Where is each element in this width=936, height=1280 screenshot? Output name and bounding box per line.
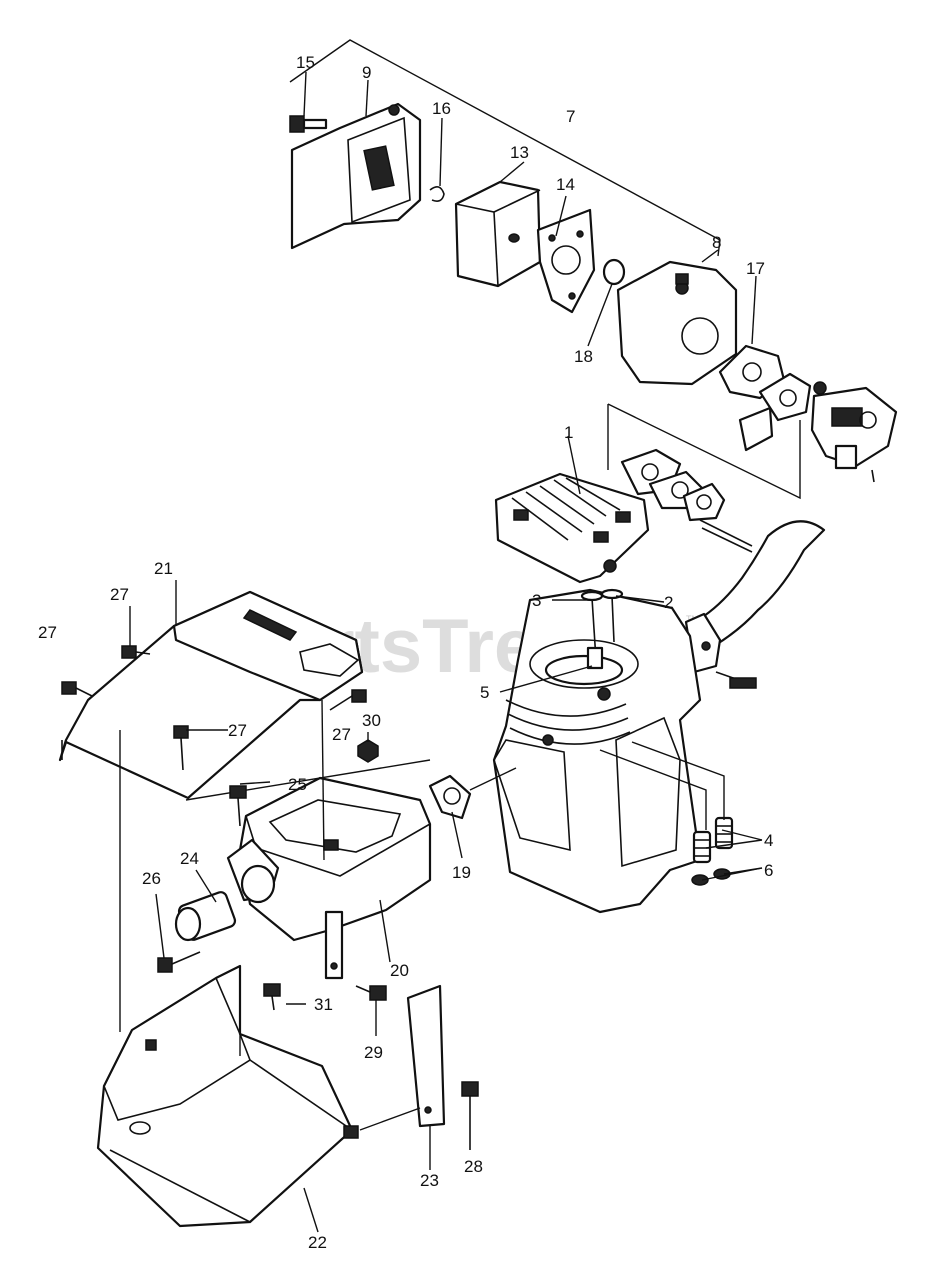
callout-27b: 27 — [38, 623, 57, 642]
valve-springs — [692, 816, 734, 864]
callout-31: 31 — [314, 995, 333, 1014]
cylinder-head-assembly — [494, 448, 826, 689]
callout-6: 6 — [764, 861, 773, 880]
callout-25: 25 — [288, 775, 307, 794]
callout-30: 30 — [362, 711, 381, 730]
callout-7: 7 — [566, 107, 575, 126]
callout-15: 15 — [296, 53, 315, 72]
bolt-29 — [355, 985, 387, 1001]
bracket-23 — [406, 984, 446, 1128]
callout-9: 9 — [362, 63, 371, 82]
screw-25 — [229, 785, 247, 827]
exhaust-pipe — [702, 520, 826, 648]
carburetor — [810, 381, 898, 483]
filter-element — [454, 180, 542, 288]
callout-19: 19 — [452, 863, 471, 882]
grommet-18 — [602, 258, 626, 286]
screw-31 — [263, 983, 281, 1011]
callout-24: 24 — [180, 849, 199, 868]
screw-28 — [461, 1081, 479, 1150]
callout-3: 3 — [532, 591, 541, 610]
callout-21: 21 — [154, 559, 173, 578]
callout-27d: 27 — [332, 725, 351, 744]
retainer-6 — [691, 874, 709, 886]
air-cleaner-cover — [290, 102, 422, 250]
callout-22: 22 — [308, 1233, 327, 1252]
bolt-27a — [121, 645, 151, 659]
bolt-27c — [173, 725, 189, 771]
lower-shield-22 — [96, 964, 359, 1228]
callout-13: 13 — [510, 143, 529, 162]
base-gasket — [536, 208, 596, 314]
cylinder-head — [494, 472, 650, 584]
callout-29: 29 — [364, 1043, 383, 1062]
callout-23: 23 — [420, 1171, 439, 1190]
bolt-27b — [61, 681, 93, 697]
engine-block — [492, 588, 734, 914]
callout-4: 4 — [764, 831, 773, 850]
muffler-shield-21 — [58, 590, 431, 801]
callout-5: 5 — [480, 683, 489, 702]
callout-8: 8 — [712, 233, 721, 252]
callout-26: 26 — [142, 869, 161, 888]
nut-30 — [357, 739, 379, 763]
callout-16: 16 — [432, 99, 451, 118]
exhaust-gasket-19 — [428, 774, 472, 820]
leader-lines — [129, 71, 763, 1233]
screw-26 — [157, 951, 201, 973]
callout-2: 2 — [664, 593, 673, 612]
callout-27a: 27 — [110, 585, 129, 604]
callout-numbers: 1 2 3 4 5 6 7 8 9 13 14 15 16 17 18 19 2… — [38, 53, 773, 1252]
callout-1: 1 — [564, 423, 573, 442]
callout-27c: 27 — [228, 721, 247, 740]
air-cleaner-assembly — [289, 39, 898, 500]
callout-18: 18 — [574, 347, 593, 366]
spark-arrestor-24 — [174, 838, 280, 942]
screw-15 — [289, 115, 328, 133]
callout-20: 20 — [390, 961, 409, 980]
bolt-27d — [329, 689, 367, 711]
callout-28: 28 — [464, 1157, 483, 1176]
callout-17: 17 — [746, 259, 765, 278]
clip-16 — [429, 186, 445, 202]
callout-14: 14 — [556, 175, 575, 194]
